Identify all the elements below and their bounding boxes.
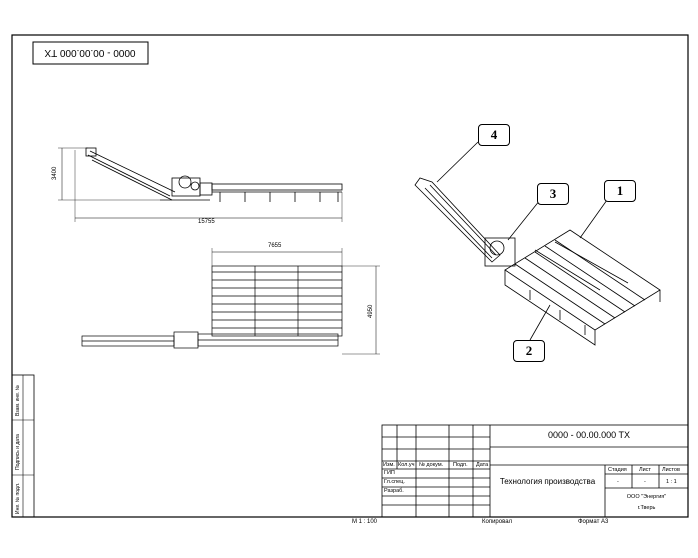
title-block-name: Технология производства — [499, 477, 596, 486]
strip-podpis: Подпись и дата — [15, 434, 21, 470]
callout-1: 1 — [604, 180, 636, 202]
col-podp: Подп. — [453, 462, 468, 468]
dim-side-height: 3400 — [52, 166, 58, 180]
company-name: ООО "Энергия" — [626, 494, 667, 500]
sheets-header: Листов — [662, 467, 680, 473]
top-view — [81, 248, 380, 355]
col-dokum: № докум. — [419, 462, 444, 468]
callout-2: 2 — [513, 340, 545, 362]
sheets-value: 1 : 1 — [666, 479, 677, 485]
stage-value: - — [617, 479, 619, 485]
role-gip: ГИП — [384, 470, 395, 476]
mirrored-drawing-code: 0000 - 00.00.000 TX — [44, 47, 136, 58]
footer-scale: М 1 : 100 — [352, 519, 378, 525]
sheet-frame — [11, 34, 689, 518]
title-block-lines — [381, 424, 689, 518]
dim-side-length: 15755 — [198, 219, 215, 225]
stage-header: Стадия — [608, 467, 627, 473]
strip-inv-podl: Инв. № подл. — [15, 482, 21, 514]
col-kol: Кол.уч — [398, 462, 415, 468]
callout-4: 4 — [478, 124, 510, 146]
role-glspec: Гл.спец. — [384, 479, 405, 485]
isometric-view — [414, 141, 661, 346]
sheet-value: - — [644, 479, 646, 485]
title-block-code: 0000 - 00.00.000 TX — [548, 430, 630, 440]
col-izm: Изм. — [383, 462, 395, 468]
role-razrab: Разраб. — [384, 488, 404, 494]
callout-3: 3 — [537, 183, 569, 205]
mirrored-code-box — [32, 41, 149, 65]
footer-copied: Копировал — [482, 519, 513, 525]
company-city: г.Тверь — [637, 505, 656, 511]
side-view — [58, 147, 343, 222]
col-data: Дата — [476, 462, 489, 468]
footer-format: Формат А3 — [578, 519, 609, 525]
dim-top-width: 7655 — [268, 243, 282, 249]
strip-vzam: Взам. инв. № — [15, 385, 21, 416]
dim-top-depth: 4950 — [368, 304, 374, 318]
sheet-header: Лист — [639, 467, 651, 473]
